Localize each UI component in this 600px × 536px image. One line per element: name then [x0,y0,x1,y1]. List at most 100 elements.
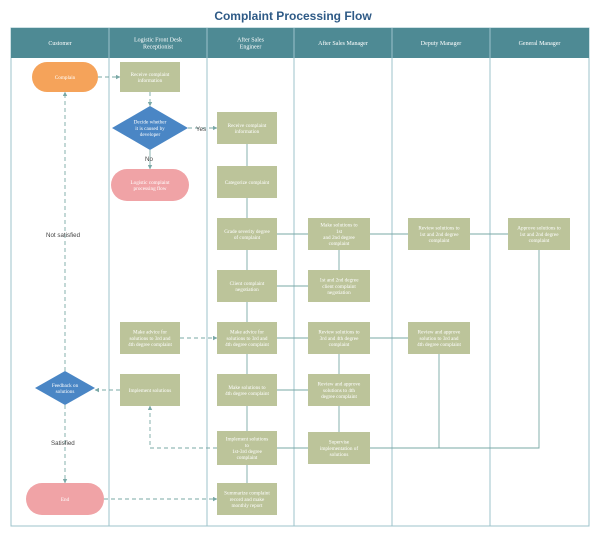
node-label: complaint [429,238,450,244]
node-label: Make solutions to [320,223,358,229]
node-label: 1st and 2nd degree [419,232,459,238]
node-label: negotiation [235,287,259,293]
node-label: Make solutions to [228,385,266,391]
process-box [217,218,277,250]
process-box [120,62,180,92]
node-label: Client complaint [230,281,265,287]
node-label: 3rd and 4th degree [320,336,359,342]
decision-diamond [112,106,188,150]
node-label: negotiation [327,290,351,296]
connector-labels: Yes No Not satisfied Satisfied [46,126,206,447]
node-complain: Complain [32,62,98,92]
process-box [308,218,370,250]
node-label: Approve solutions to [517,226,561,232]
node-categorize: Categorize complaint [217,166,277,198]
node-label: of complaint [234,234,261,241]
process-box [217,374,277,406]
connectors [62,74,540,502]
node-label: Decide whether [134,120,167,126]
process-box [308,270,370,302]
diagram-frame [10,27,590,527]
process-box [308,432,370,464]
node-label: Review and approve [318,382,361,388]
label-not-satisfied: Not satisfied [46,232,81,239]
node-label: End [61,497,70,503]
lane-header-deputy: Deputy Manager [421,41,462,47]
process-box [408,218,470,250]
node-label: Review solutions to [418,226,460,232]
node-label: solutions to 3rd and [226,336,267,342]
node-label: solutions [56,389,75,395]
node-label: complaint [329,342,350,348]
node-label: Grade severity degree [224,229,270,235]
diagram-title: Complaint Processing Flow [214,9,372,23]
node-label: complaint [529,238,550,244]
node-label: 4th degree complaint [225,342,269,348]
node-label: 1st and 2nd degree [519,232,559,238]
process-box [217,112,277,144]
node-label: 1st [336,229,343,235]
node-label: Make advice for [133,329,167,336]
lane-header-engineer: Engineer [240,45,262,51]
lane-header-general: General Manager [519,41,561,47]
node-label: Feedback on [52,383,79,389]
node-end: End [26,483,104,515]
process-box [120,374,180,406]
terminal-oval [111,169,189,201]
node-label: it is caused by [135,126,165,132]
node-fd-implement: Implement solutions [120,374,180,406]
edge-implement-to-fd [147,405,217,449]
node-label: Complain [55,75,76,81]
lane-header-engineer: After Sales [237,36,264,43]
lane-header-frontdesk: Receptionist [143,45,173,51]
node-label: implementation of [320,445,358,452]
node-label: degree complaint [321,394,357,400]
process-box [217,322,277,354]
node-label: solutions to 4th [323,388,355,394]
process-box [217,270,277,302]
node-label: client complaint [322,284,356,290]
node-label: Review and approve [418,330,461,336]
process-box [120,322,180,354]
label-no: No [145,156,153,163]
node-label: 1st and 2nd degree [319,278,359,284]
process-box [508,218,570,250]
terminal-oval [32,62,98,92]
lane-header-manager: After Sales Manager [318,40,368,47]
process-box [308,322,370,354]
process-box [217,166,277,198]
node-label: solutions [330,452,349,458]
label-yes: Yes [196,126,206,133]
process-box [217,483,277,515]
node-label: Receive complaint [228,123,267,129]
decision-diamond [35,371,95,405]
node-label: to [245,443,249,449]
node-label: Receive complaint [131,72,170,78]
label-satisfied: Satisfied [51,440,75,447]
node-label: 4th degree complaint [417,342,461,348]
process-box [217,431,277,465]
node-label: Categorize complaint [225,180,270,186]
node-label: 4th degree complaint [128,342,172,348]
node-label: record and make [230,497,265,503]
node-label: information [138,77,163,84]
node-label: Supervise [329,440,350,446]
lane-header-bar [11,28,589,58]
node-label: Review solutions to [318,330,360,336]
node-label: Summarize complaint [224,491,270,497]
